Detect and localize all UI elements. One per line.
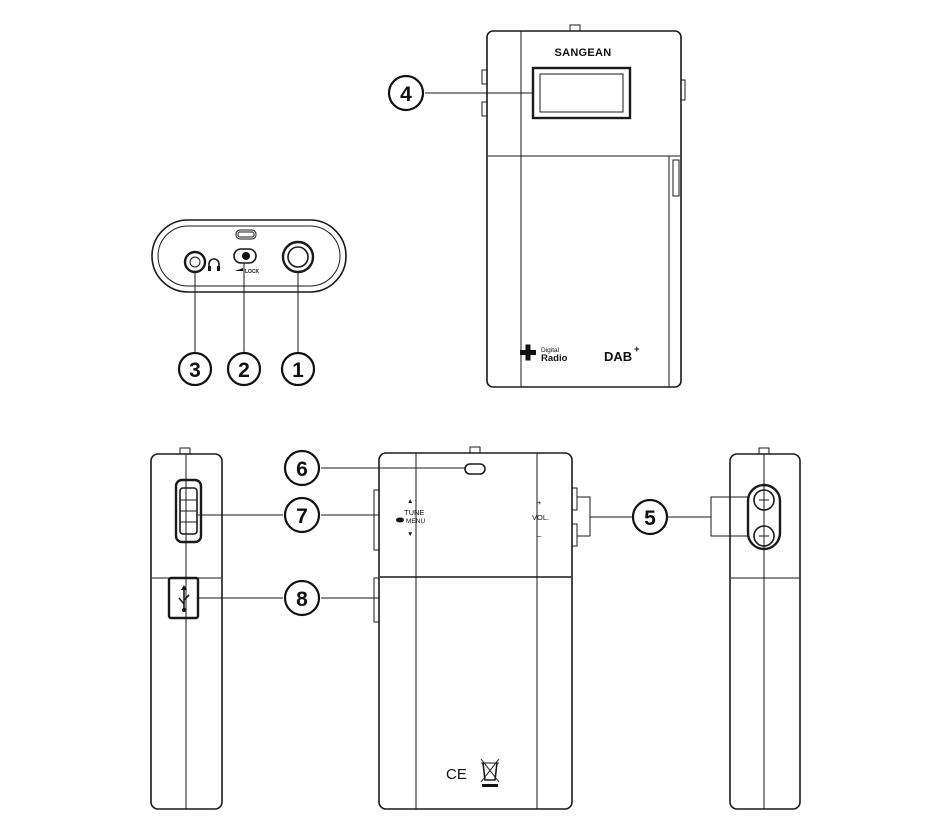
headphone-icon (208, 259, 220, 271)
svg-text:6: 6 (296, 458, 308, 481)
callout-6: 6 (285, 451, 319, 485)
svg-text:8: 8 (296, 588, 308, 611)
headphone-jack (185, 252, 205, 272)
front-view: SANGEAN Digital Radio DAB + (482, 25, 685, 387)
vol-minus: – (537, 531, 542, 540)
callout-8: 8 (285, 581, 319, 615)
callout-3: 3 (179, 353, 211, 385)
callout-2: 2 (228, 353, 260, 385)
display-screen (533, 68, 630, 118)
dab-logo: DAB (604, 349, 632, 364)
svg-text:7: 7 (296, 505, 308, 528)
callout-4: 4 (389, 76, 423, 110)
vol-plus: + (537, 498, 542, 507)
lock-label: LOCK (245, 269, 260, 275)
ce-mark: CE (446, 766, 467, 783)
brand-label: SANGEAN (554, 47, 611, 59)
svg-text:2: 2 (238, 359, 250, 382)
back-view: ▲ TUNE MENU ▼ + VOL. – CE (321, 447, 633, 809)
callout-7: 7 (285, 498, 319, 532)
svg-text:3: 3 (189, 359, 201, 382)
callout-1: 1 (282, 353, 314, 385)
tune-label: TUNE (404, 508, 424, 517)
lanyard-slot (465, 464, 485, 474)
left-side-view (151, 448, 283, 809)
weee-bin-icon (481, 759, 499, 787)
usb-icon (179, 585, 189, 612)
callout-5: 5 (633, 500, 667, 534)
vol-label: VOL. (532, 513, 549, 522)
menu-label: MENU (406, 518, 425, 525)
svg-text:1: 1 (292, 359, 304, 382)
top-view: LOCK (152, 220, 346, 354)
digital-radio-plus-icon (520, 345, 536, 361)
dab-plus: + (634, 344, 640, 355)
tune-up-arrow: ▲ (407, 498, 413, 505)
right-side-view (668, 448, 800, 809)
svg-text:5: 5 (644, 507, 656, 530)
digital-radio-big: Radio (541, 353, 568, 364)
svg-text:4: 4 (400, 83, 412, 106)
tune-down-arrow: ▼ (407, 531, 413, 538)
